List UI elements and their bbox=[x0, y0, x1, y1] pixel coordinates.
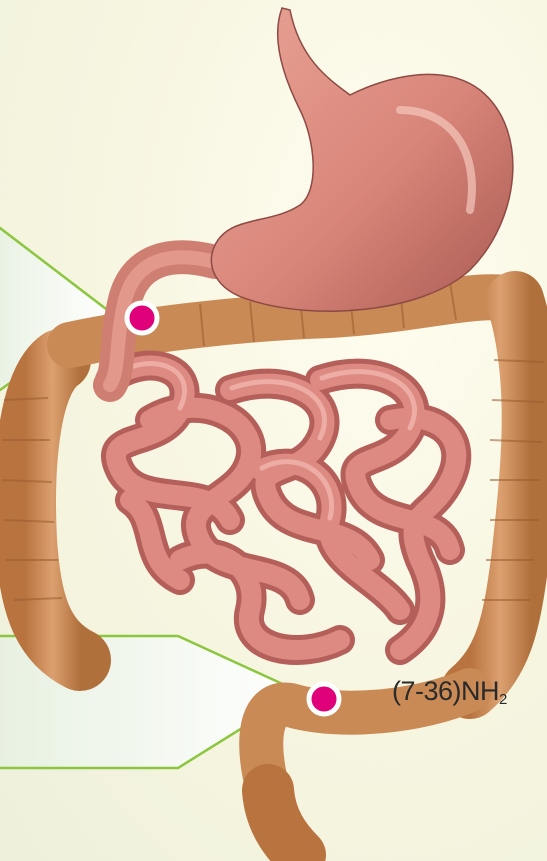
stomach bbox=[211, 8, 513, 311]
upper-marker-dot bbox=[127, 303, 157, 333]
amide-subscript: 2 bbox=[499, 691, 507, 708]
small-intestine bbox=[110, 364, 456, 650]
lower-marker-dot bbox=[309, 684, 339, 714]
peptide-fragment-label: (7-36)NH bbox=[392, 676, 499, 706]
lower-callout-label: (7-36)NH2 bbox=[392, 676, 507, 708]
